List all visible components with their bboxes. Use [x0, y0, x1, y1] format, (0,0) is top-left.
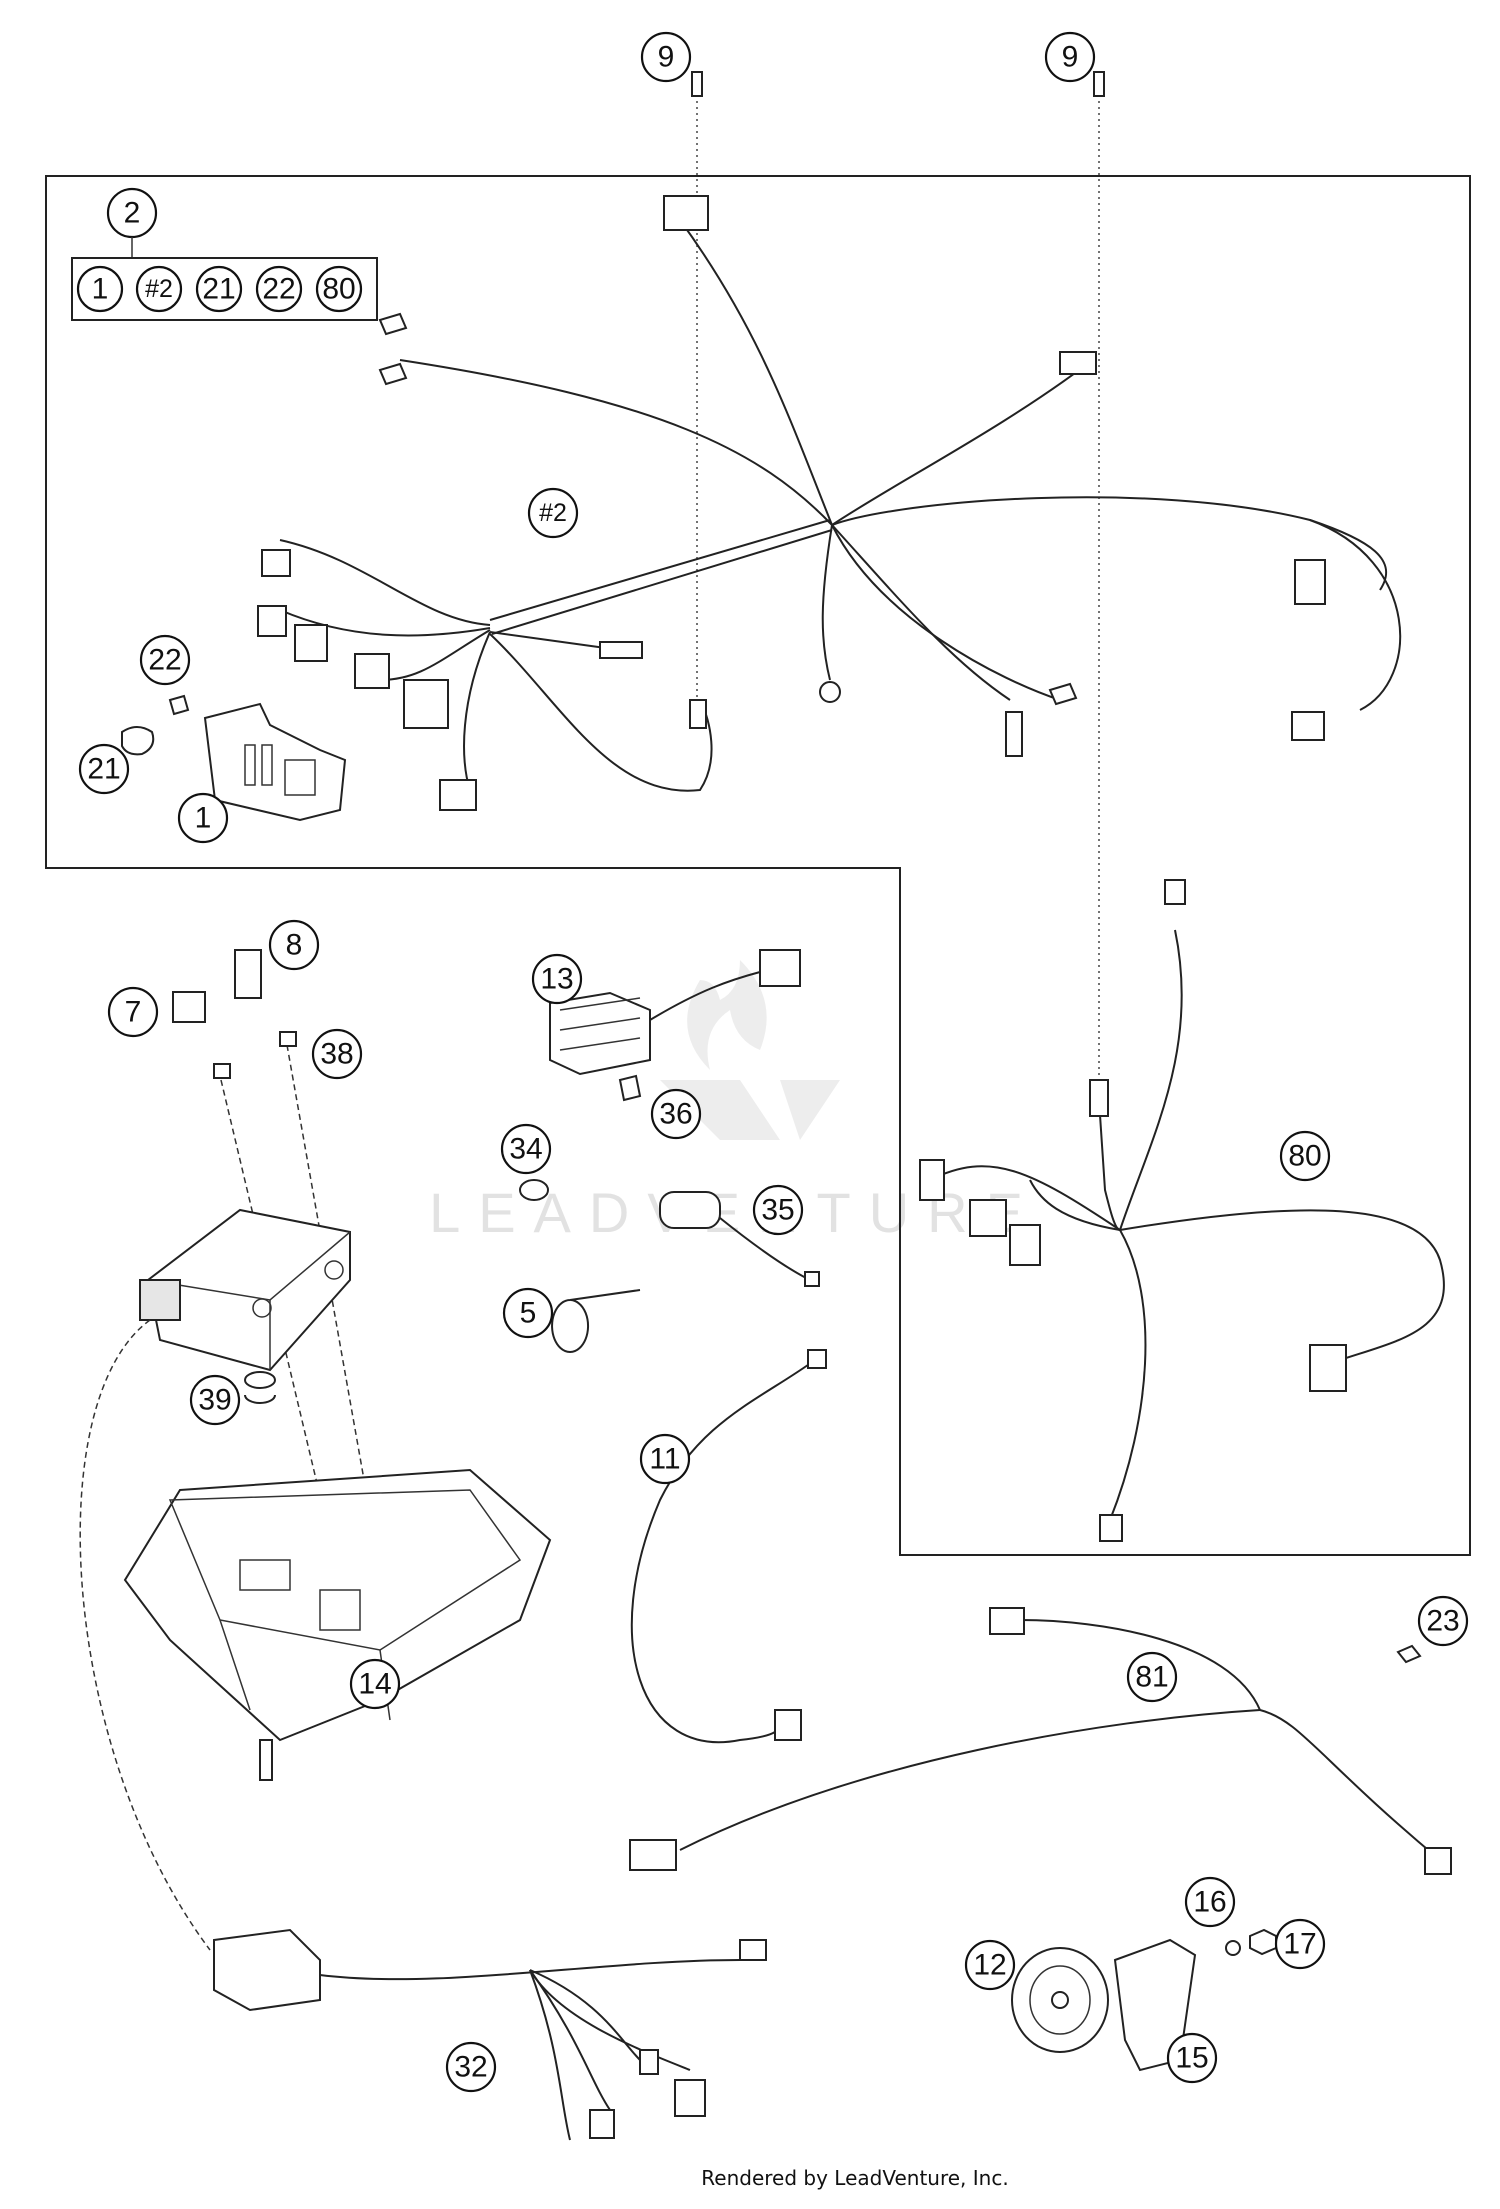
svg-text:2: 2 [124, 197, 141, 230]
callout-15: 15 [1166, 2032, 1218, 2084]
cable-tie-part [551, 1289, 641, 1353]
callout-9b: 9 [1044, 31, 1096, 83]
svg-text:11: 11 [649, 1443, 680, 1476]
callout-39: 39 [189, 1374, 241, 1426]
callout-80: 80 [1279, 1130, 1331, 1182]
callout-7: 7 [107, 986, 159, 1038]
battery-tray-part [123, 1468, 552, 1781]
spring-part-b [244, 1394, 276, 1404]
svg-text:14: 14 [358, 1668, 391, 1701]
svg-text:39: 39 [198, 1384, 231, 1417]
svg-text:36: 36 [659, 1098, 692, 1131]
harness-81 [629, 1607, 1452, 1875]
kit-item-21: 21 [195, 265, 243, 313]
svg-text:23: 23 [1426, 1605, 1459, 1638]
bolt-9a-icon [691, 71, 703, 97]
capacitor-part [659, 1191, 820, 1287]
callout-22: 22 [139, 634, 191, 686]
svg-text:81: 81 [1135, 1661, 1168, 1694]
callout-2: 2 [106, 187, 158, 239]
callout-38: 38 [311, 1028, 363, 1080]
svg-text:16: 16 [1193, 1886, 1226, 1919]
svg-text:1: 1 [92, 273, 109, 306]
callout-5: 5 [502, 1287, 554, 1339]
svg-text:22: 22 [262, 273, 295, 306]
callout-hash2: #2 [527, 487, 579, 539]
clamp-part [121, 726, 155, 756]
callout-13: 13 [531, 953, 583, 1005]
svg-text:5: 5 [520, 1297, 537, 1330]
screw-38b-icon [279, 1031, 297, 1047]
svg-text:80: 80 [322, 273, 355, 306]
svg-text:32: 32 [454, 2051, 487, 2084]
callout-12: 12 [964, 1939, 1016, 1991]
leader-screw-a [220, 1079, 341, 1581]
kit-item-22: 22 [255, 265, 303, 313]
svg-text:8: 8 [286, 929, 303, 962]
svg-text:22: 22 [148, 644, 181, 677]
svg-text:21: 21 [202, 273, 235, 306]
callout-36: 36 [650, 1088, 702, 1140]
bolt-9b-icon [1093, 71, 1105, 97]
svg-text:80: 80 [1288, 1140, 1321, 1173]
harness-80 [919, 879, 1445, 1542]
ecu-part [139, 1208, 351, 1372]
svg-text:34: 34 [509, 1133, 542, 1166]
regulator-part [549, 949, 801, 1102]
svg-text:9: 9 [1062, 41, 1079, 74]
svg-text:17: 17 [1283, 1928, 1316, 1961]
bracket-part [203, 702, 347, 822]
spring-part [244, 1371, 277, 1389]
kit-item-1: 1 [76, 265, 124, 313]
relay-part [172, 991, 206, 1023]
callout-21: 21 [78, 743, 130, 795]
svg-text:12: 12 [973, 1949, 1006, 1982]
svg-text:15: 15 [1175, 2042, 1208, 2075]
main-harness [257, 195, 1402, 811]
callout-23: 23 [1417, 1595, 1469, 1647]
svg-text:1: 1 [195, 802, 212, 835]
callout-17: 17 [1274, 1918, 1326, 1970]
fuse-bracket-part [234, 949, 262, 999]
svg-text:21: 21 [87, 753, 120, 786]
spacer-part [519, 1179, 550, 1201]
clip-part [1396, 1644, 1422, 1664]
callout-9a: 9 [640, 31, 692, 83]
svg-text:#2: #2 [539, 499, 567, 527]
footer-text: Rendered by LeadVenture, Inc. [701, 2166, 1008, 2190]
nut-part [1249, 1928, 1277, 1956]
callout-14: 14 [349, 1658, 401, 1710]
svg-text:9: 9 [658, 41, 675, 74]
svg-text:35: 35 [761, 1194, 794, 1227]
washer-part [1225, 1940, 1241, 1956]
svg-text:#2: #2 [145, 275, 173, 303]
svg-text:13: 13 [540, 963, 573, 996]
kit-box [71, 257, 378, 321]
screw-part [168, 694, 190, 716]
leader-ecu-harness [79, 1319, 211, 1951]
svg-text:38: 38 [320, 1038, 353, 1071]
callout-34: 34 [500, 1123, 552, 1175]
svg-text:7: 7 [125, 996, 142, 1029]
callout-35: 35 [752, 1184, 804, 1236]
screw-38a-icon [213, 1063, 231, 1079]
callout-32: 32 [445, 2041, 497, 2093]
harness-32 [213, 1928, 767, 2141]
callout-8: 8 [268, 919, 320, 971]
harness-11 [630, 1349, 827, 1743]
kit-item-80: 80 [315, 265, 363, 313]
callout-16: 16 [1184, 1876, 1236, 1928]
harness-frame [45, 175, 1471, 1556]
horn-part [1011, 1947, 1109, 2053]
kit-item-hash2: #2 [135, 265, 183, 313]
callout-81: 81 [1126, 1651, 1178, 1703]
watermark-logo-icon [660, 960, 840, 1140]
callout-11: 11 [639, 1433, 691, 1485]
callout-1: 1 [177, 792, 229, 844]
